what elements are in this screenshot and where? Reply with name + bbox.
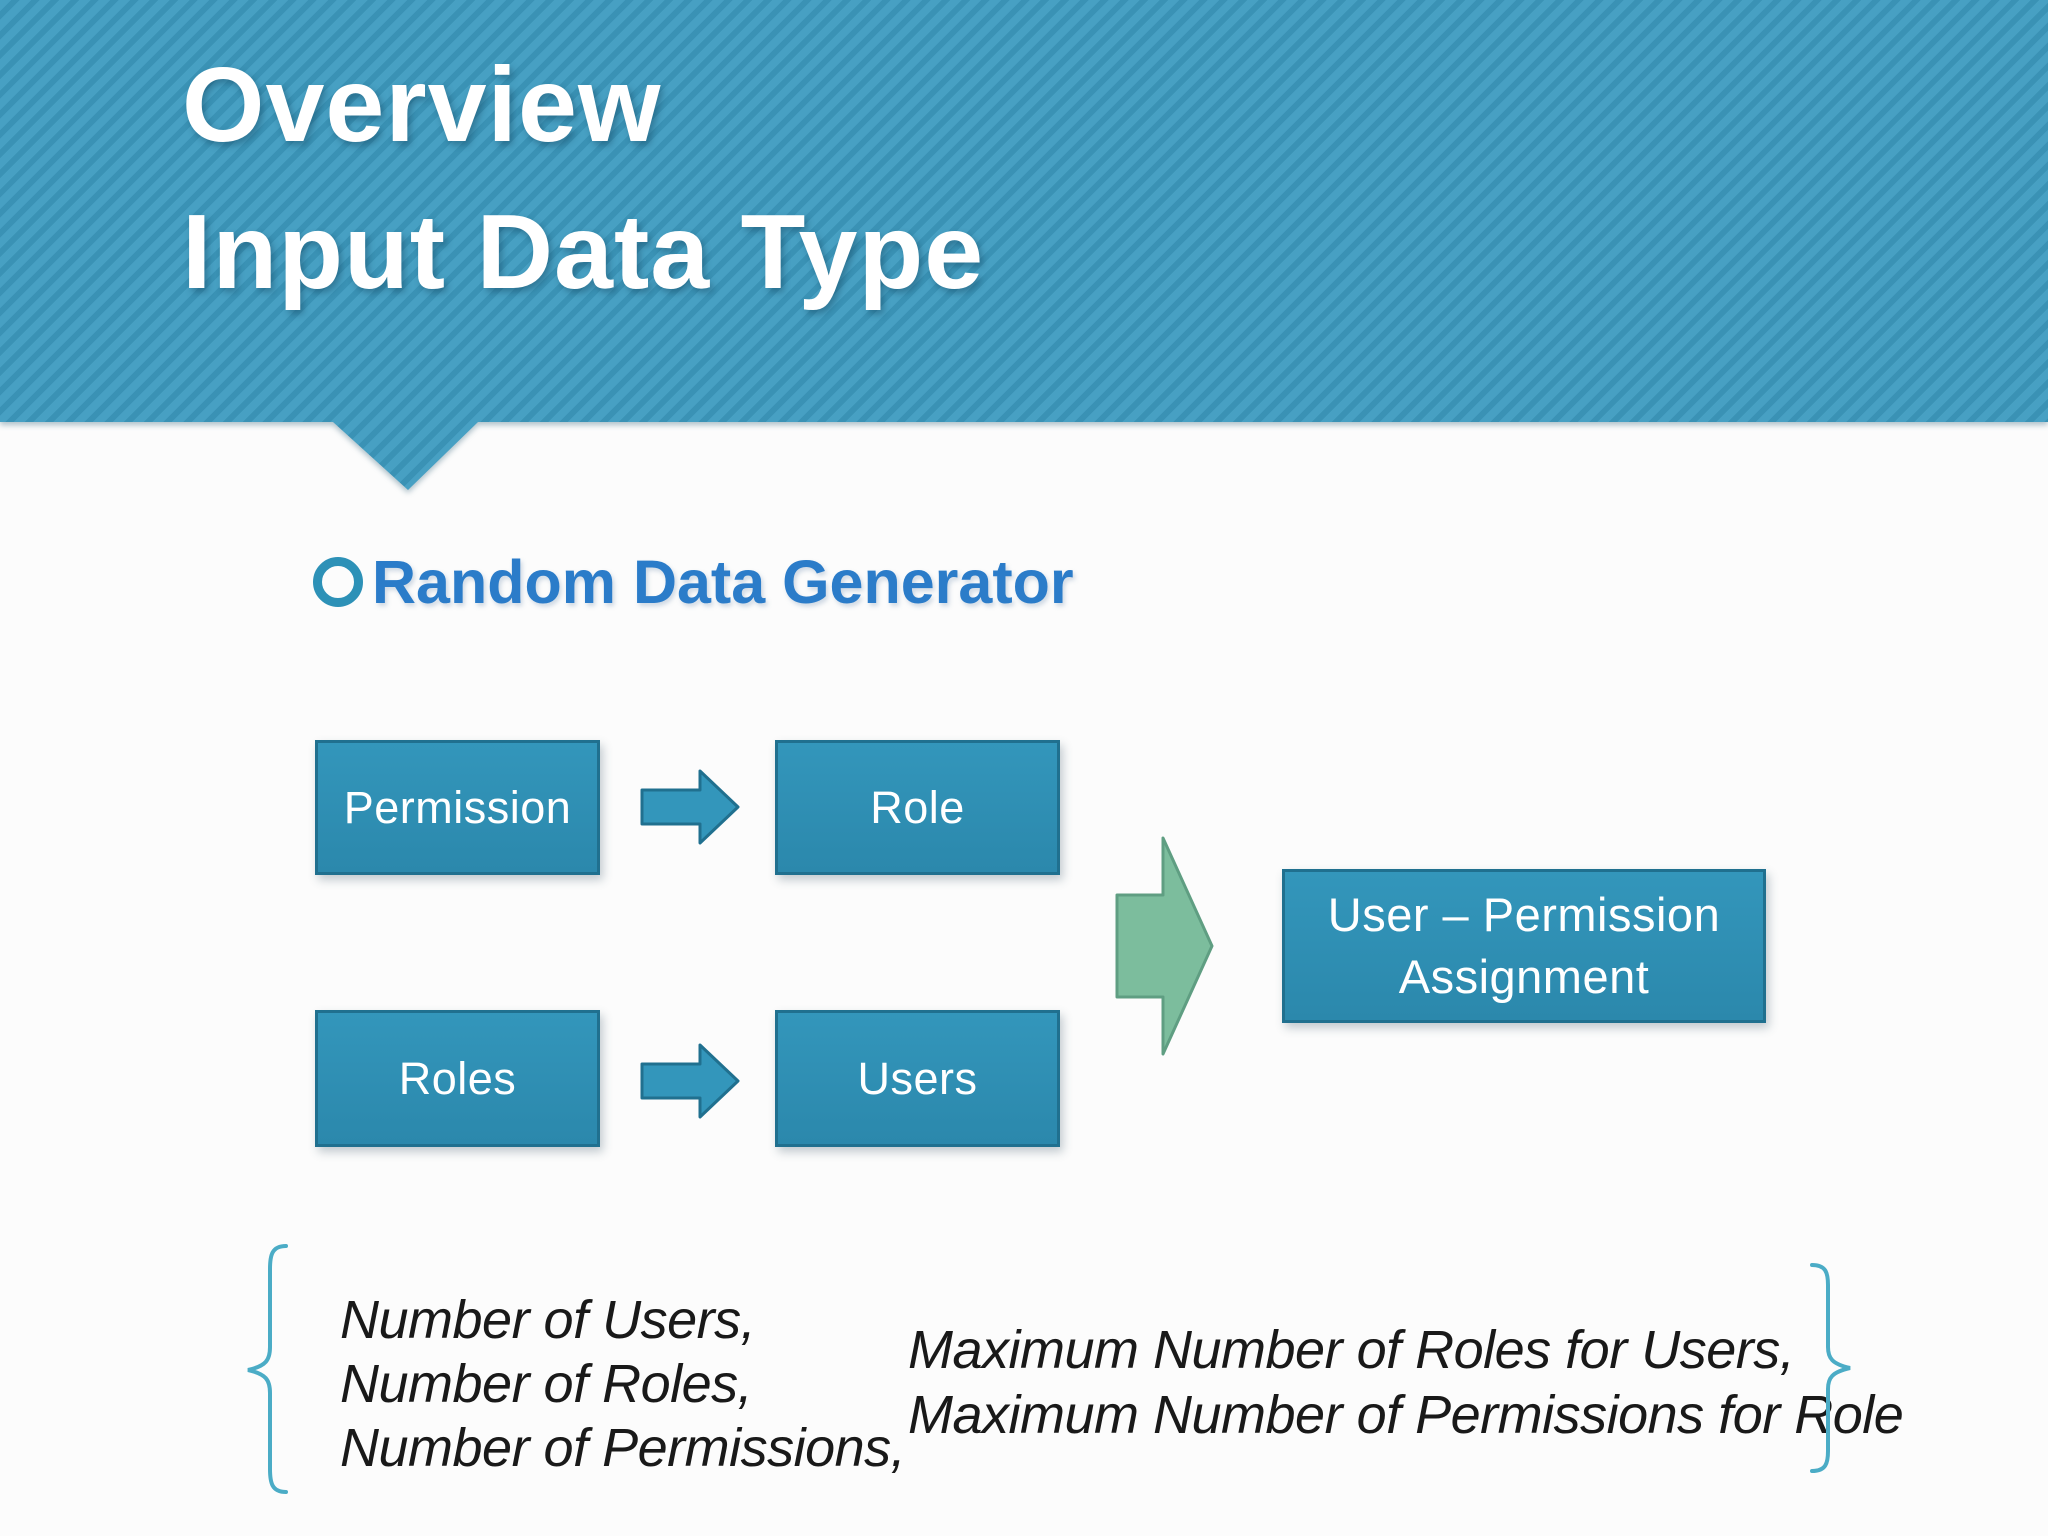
parameters-right-note: Maximum Number of Roles for Users, Maxim… xyxy=(908,1318,1904,1448)
box-users: Users xyxy=(775,1010,1060,1147)
box-role: Role xyxy=(775,740,1060,875)
box-roles: Roles xyxy=(315,1010,600,1147)
note-line: Number of Roles, xyxy=(340,1354,753,1414)
box-permission-label: Permission xyxy=(343,781,572,833)
title-line-1: Overview xyxy=(182,46,662,164)
box-roles-label: Roles xyxy=(398,1052,517,1104)
right-arrow-icon xyxy=(640,1043,740,1119)
note-line: Maximum Number of Permissions for Role xyxy=(908,1385,1904,1445)
box-assignment-line-2: Assignment xyxy=(1398,950,1650,1003)
note-line: Number of Users, xyxy=(340,1290,756,1350)
box-permission: Permission xyxy=(315,740,600,875)
header-banner xyxy=(0,0,2048,492)
bullet-label: Random Data Generator xyxy=(372,548,1074,616)
box-users-label: Users xyxy=(857,1052,978,1104)
box-user-permission-assignment: User – Permission Assignment xyxy=(1282,869,1766,1023)
note-line: Maximum Number of Roles for Users, xyxy=(908,1320,1795,1380)
bullet-item: Random Data Generator xyxy=(313,545,1074,619)
slide-title: Overview Input Data Type xyxy=(182,32,984,326)
big-right-arrow-icon xyxy=(1115,836,1214,1056)
box-assignment-line-1: User – Permission xyxy=(1327,888,1721,941)
left-curly-brace-icon xyxy=(247,1244,288,1494)
note-line: Number of Permissions, xyxy=(340,1418,906,1478)
right-arrow-icon xyxy=(640,769,740,845)
parameters-left-note: Number of Users, Number of Roles, Number… xyxy=(340,1288,906,1480)
box-role-label: Role xyxy=(870,781,965,833)
right-curly-brace-icon xyxy=(1810,1263,1851,1473)
header-banner-shape xyxy=(0,0,2048,490)
circle-bullet-icon xyxy=(313,557,363,607)
title-line-2: Input Data Type xyxy=(182,193,985,311)
